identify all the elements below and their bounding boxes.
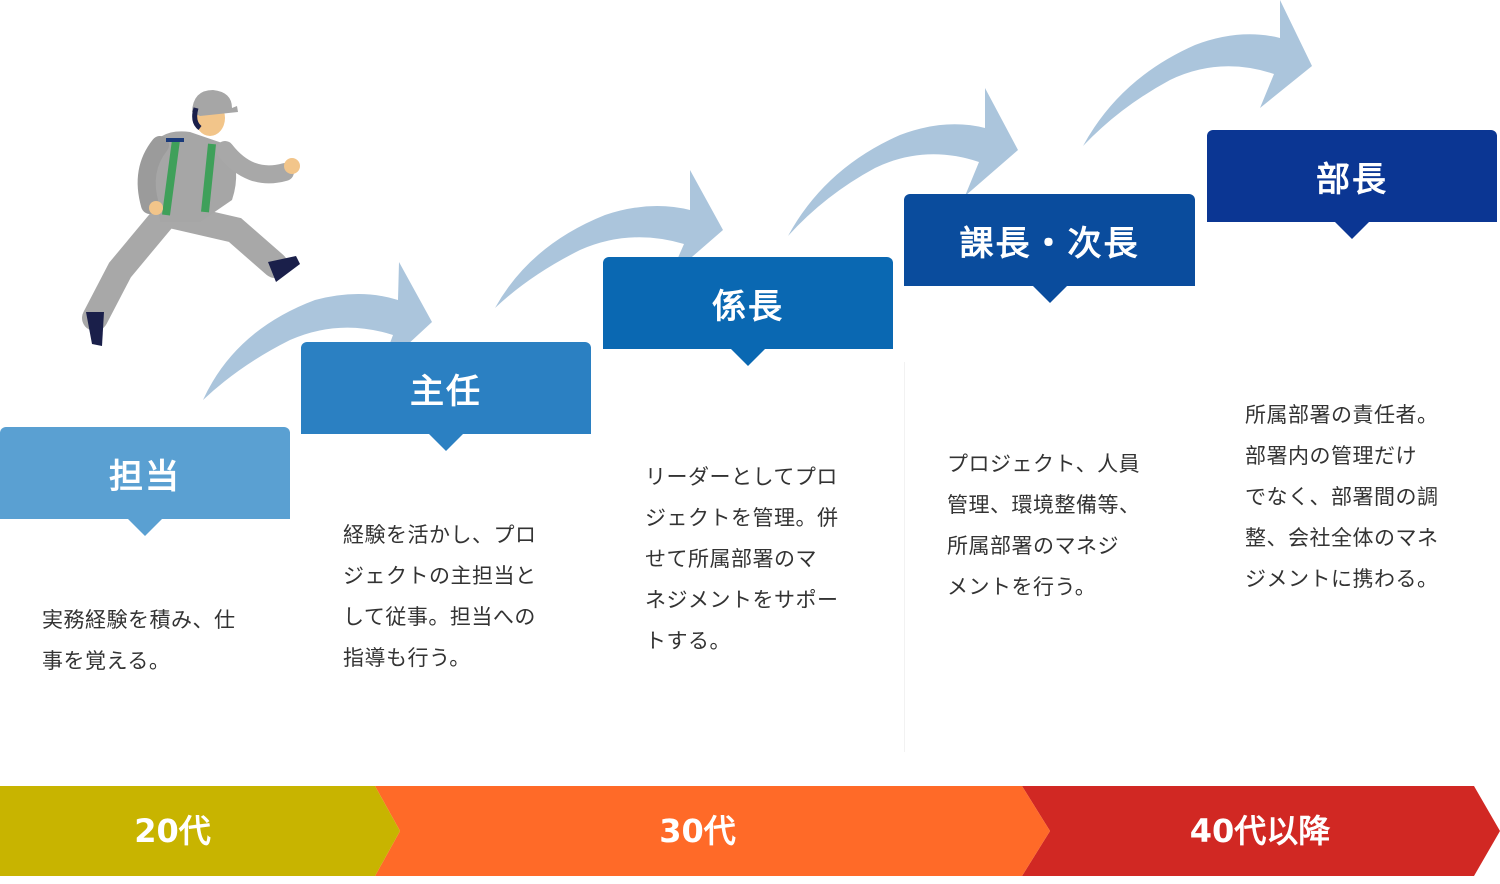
age-segment-30s [375,786,1050,876]
age-label-40s: 40代以降 [1189,812,1331,850]
curved-arrow-icon [203,262,432,400]
age-segment-40s [0,786,400,876]
step-title: 担当 [109,456,181,497]
curved-arrow-icon [495,170,723,308]
curved-arrow-icon [1083,0,1312,146]
age-segment-20s [1022,786,1500,876]
curved-arrow-icon [788,88,1018,236]
step-description: プロジェクト、人員 管理、環境整備等、 所属部署のマネジ メントを行う。 [947,452,1141,599]
column-divider [904,362,905,752]
step-kakaricho: 係長 [603,257,893,366]
step-title: 部長 [1316,159,1388,200]
running-worker-icon [82,90,300,346]
age-label-30s: 30代 [659,812,736,850]
step-description: 経験を活かし、プロ ジェクトの主担当と して従事。担当への 指導も行う。 [343,523,537,670]
step-title: 課長・次長 [959,223,1140,264]
step-title: 主任 [410,371,482,412]
step-title: 係長 [712,286,784,327]
step-description: リーダーとしてプロ ジェクトを管理。併 せて所属部署のマ ネジメントをサポー ト… [645,465,839,653]
step-bucho: 部長 [1207,130,1497,239]
step-tanto: 担当 [0,427,290,536]
step-description: 実務経験を積み、仕 事を覚える。 [42,608,236,673]
step-shunin: 主任 [301,342,591,451]
step-kacho-jicho: 課長・次長 [904,194,1195,303]
age-bar [0,786,1500,876]
step-description: 所属部署の責任者。 部署内の管理だけ でなく、部署間の調 整、会社全体のマネ ジ… [1245,403,1439,591]
age-label-20s: 20代 [134,812,211,850]
